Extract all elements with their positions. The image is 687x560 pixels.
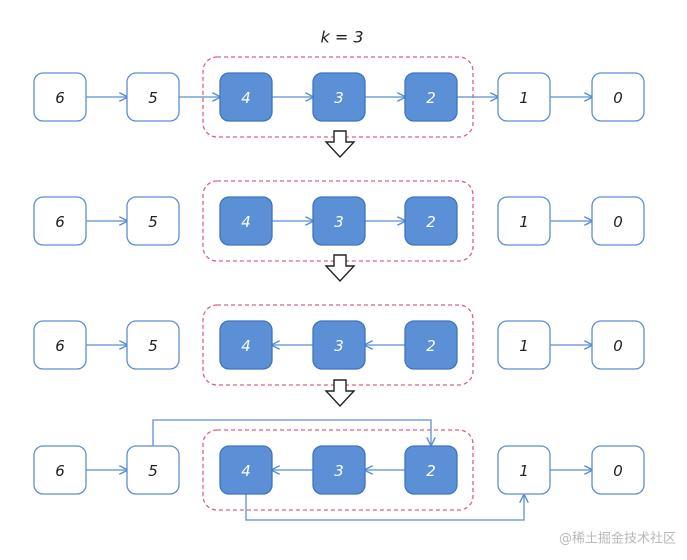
list-node-row-2-0: 0 (591, 196, 645, 246)
node-value: 1 (519, 213, 529, 231)
node-value: 6 (55, 337, 65, 355)
node-value: 4 (241, 462, 251, 480)
node-value: 3 (334, 213, 344, 231)
node-box (33, 196, 87, 246)
node-box (219, 72, 273, 122)
node-box (219, 320, 273, 370)
node-box (497, 196, 551, 246)
node-value: 4 (241, 89, 251, 107)
node-value: 0 (613, 337, 623, 355)
node-box (497, 320, 551, 370)
node-box (33, 320, 87, 370)
node-box (497, 445, 551, 495)
node-value: 1 (519, 89, 529, 107)
node-box (312, 445, 366, 495)
node-value: 2 (426, 213, 436, 231)
node-box (497, 72, 551, 122)
step-down-arrow-icon-1 (324, 130, 356, 159)
list-node-row-3-5: 5 (126, 320, 180, 370)
node-value: 2 (426, 337, 436, 355)
node-box (126, 320, 180, 370)
node-value: 1 (519, 337, 529, 355)
step-down-arrow-icon-3 (324, 379, 356, 408)
list-node-row-4-3: 3 (312, 445, 366, 495)
link-arrow-row-4-4-to-1 (245, 494, 524, 521)
list-node-row-3-0: 0 (591, 320, 645, 370)
list-node-row-2-3: 3 (312, 196, 366, 246)
node-value: 5 (148, 213, 158, 231)
node-value: 2 (426, 89, 436, 107)
node-value: 6 (55, 89, 65, 107)
node-box (591, 196, 645, 246)
node-value: 3 (334, 337, 344, 355)
node-value: 3 (334, 89, 344, 107)
diagram-title: k = 3 (320, 28, 363, 47)
node-box (591, 445, 645, 495)
node-box (404, 72, 458, 122)
node-box (126, 196, 180, 246)
watermark: @稀土掘金技术社区 (559, 531, 676, 547)
list-node-row-1-2: 2 (404, 72, 458, 122)
list-node-row-1-4: 4 (219, 72, 273, 122)
link-arrow-row-4-5-to-2 (152, 419, 431, 446)
node-value: 5 (148, 337, 158, 355)
node-box (591, 320, 645, 370)
node-value: 5 (148, 462, 158, 480)
node-box (219, 196, 273, 246)
list-node-row-1-0: 0 (591, 72, 645, 122)
node-value: 6 (55, 213, 65, 231)
list-node-row-4-4: 4 (219, 445, 273, 495)
node-value: 4 (241, 213, 251, 231)
list-node-row-2-2: 2 (404, 196, 458, 246)
node-box (312, 320, 366, 370)
list-node-row-1-6: 6 (33, 72, 87, 122)
node-value: 1 (519, 462, 529, 480)
list-node-row-4-0: 0 (591, 445, 645, 495)
step-down-arrow-icon-2 (324, 254, 356, 283)
node-value: 0 (613, 213, 623, 231)
list-node-row-1-1: 1 (497, 72, 551, 122)
node-box (219, 445, 273, 495)
node-value: 0 (613, 462, 623, 480)
list-node-row-3-4: 4 (219, 320, 273, 370)
node-box (312, 72, 366, 122)
list-node-row-3-6: 6 (33, 320, 87, 370)
node-value: 5 (148, 89, 158, 107)
node-box (404, 320, 458, 370)
node-box (404, 196, 458, 246)
node-box (404, 445, 458, 495)
node-box (591, 72, 645, 122)
node-box (126, 72, 180, 122)
list-node-row-1-5: 5 (126, 72, 180, 122)
node-box (126, 445, 180, 495)
node-box (33, 72, 87, 122)
list-node-row-2-6: 6 (33, 196, 87, 246)
list-node-row-4-1: 1 (497, 445, 551, 495)
node-box (312, 196, 366, 246)
list-node-row-4-6: 6 (33, 445, 87, 495)
node-value: 2 (426, 462, 436, 480)
node-value: 6 (55, 462, 65, 480)
node-value: 4 (241, 337, 251, 355)
list-node-row-3-1: 1 (497, 320, 551, 370)
node-box (33, 445, 87, 495)
list-node-row-2-5: 5 (126, 196, 180, 246)
list-node-row-3-3: 3 (312, 320, 366, 370)
list-node-row-2-1: 1 (497, 196, 551, 246)
list-node-row-2-4: 4 (219, 196, 273, 246)
list-node-row-4-2: 2 (404, 445, 458, 495)
k-group-outline-row-4 (202, 429, 474, 511)
node-value: 0 (613, 89, 623, 107)
list-node-row-3-2: 2 (404, 320, 458, 370)
node-value: 3 (334, 462, 344, 480)
list-node-row-1-3: 3 (312, 72, 366, 122)
list-node-row-4-5: 5 (126, 445, 180, 495)
